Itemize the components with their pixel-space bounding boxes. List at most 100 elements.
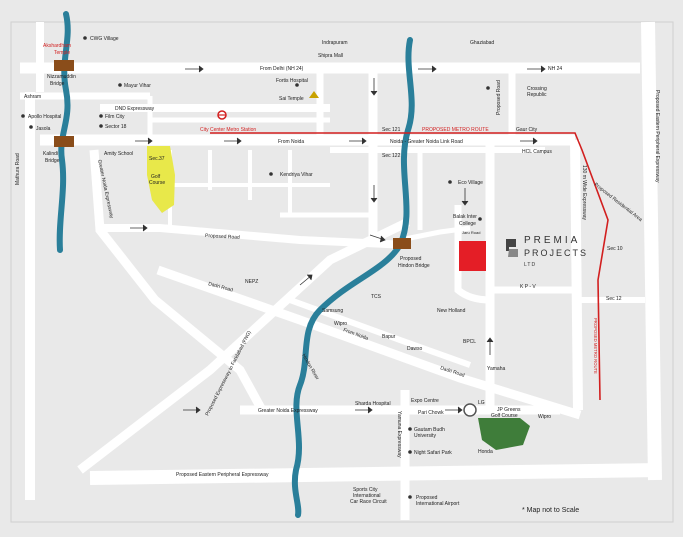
label-apollo: Apollo Hospital [28,114,61,120]
label-akshardham-2: Temple [54,50,70,56]
label-mayur-vihar: Mayur Vihar [124,83,151,89]
label-airport: Proposed [416,495,438,501]
label-cwg-village: CWG Village [90,36,119,42]
label-sharda: Sharda Hospital [355,401,391,407]
label-gautam: Gautam Budh [414,427,445,433]
label-lg: LG [478,400,485,406]
label-hindon-bridge-2: Hindon Bridge [398,263,430,269]
logo-line1: PREMIA [524,235,581,246]
label-proposed-road: Proposed Road [205,233,240,241]
label-ghaziabad: Ghaziabad [470,40,494,46]
label-sports-city-2: International [353,493,381,499]
premia-logo-icon [506,239,518,257]
label-kpv: K P - V [520,284,536,290]
project-site-marker[interactable] [459,241,486,271]
label-wipro-2: Wipro [538,414,551,420]
label-sec12: Sec 12 [606,296,622,302]
roads [20,21,662,520]
label-airport-2: International Airport [416,501,460,507]
bridges [54,60,411,249]
label-gautam-2: University [414,433,436,439]
label-dnd: DND Expressway [115,106,155,112]
label-proposed-metro-route-v: PROPOSED METRO ROUTE [593,318,598,374]
map-border [10,21,674,523]
label-mathura-road: Mathura Road [15,153,21,185]
label-from-delhi: From Delhi (NH 24) [260,66,304,72]
label-jaru-road: Jaru Road [462,230,480,235]
label-yamaha: Yamaha [487,366,505,372]
logo-line2: PROJECTS LTD [524,248,588,268]
label-ashram: Ashram [24,94,41,100]
label-sports-city: Sports City [353,487,378,493]
kalindi-bridge-icon [54,136,74,147]
label-night-safari: Night Safari Park [414,450,452,456]
label-from-noida: From Noida [278,139,304,145]
label-bpcl: BPCL [463,339,476,345]
label-bapur: Bapur [382,334,396,340]
sec37-golf-course [147,146,175,213]
label-wipro: Wipro [334,321,347,327]
label-epe-bottom: Proposed Eastern Peripheral Expressway [176,472,269,478]
label-130m: 130 m Wide Expressway [581,165,587,221]
hindon-bridge-icon [393,238,411,249]
proposed-metro-route [210,132,609,401]
label-sector18: Sector 18 [105,124,127,130]
hindon-river [291,37,415,518]
label-film-city: Film City [105,114,125,120]
label-gnx-horizontal: Greater Noida Expressway [258,408,318,414]
label-city-center: City Center Metro Station [200,127,256,133]
label-jp-greens: JP Greens [497,407,521,413]
label-sec37: Sec.37 [149,156,165,162]
label-sports-city-3: Car Race Circuit [350,499,387,505]
label-sai-temple: Sai Temple [279,96,304,102]
label-tcs: TCS [371,294,382,300]
jp-greens-golf-course [478,418,530,450]
label-crossing-2: Republic [527,92,547,98]
label-epe-right: Proposed Eastern Peripheral Expressway [654,90,660,183]
label-shipra-mall: Shipra Mall [318,53,343,59]
label-kalindi: Kalindi [43,151,58,157]
label-jp-greens-2: Golf Course [491,413,518,419]
label-gaur-city: Gaur City [516,127,538,133]
label-eco-village: Eco Village [458,180,483,186]
nizamuddin-bridge-icon [54,60,74,71]
yamuna-river [56,11,71,253]
label-kendriya-vihar: Kendriya Vihar [280,172,313,178]
label-akshardham: Akshardham [43,43,71,49]
label-nizamuddin-2: Bridge [50,81,65,87]
label-kalindi-2: Bridge [45,158,60,164]
label-proposed-road-v: Proposed Road [496,80,502,115]
direction-arrows [130,65,546,414]
label-balak: Balak Inter [453,214,477,220]
label-balak-2: College [459,221,476,227]
label-nglr: Noida - Greater Noida Link Road [390,139,463,145]
label-dawso: Dawso [407,346,423,352]
label-sec122: Sec 122 [382,153,401,159]
label-jasola: Jasola [36,126,51,132]
label-fortis: Fortis Hospital [276,78,308,84]
label-nepz: NEPZ [245,279,258,285]
label-pari-chowk: Pari Chowk [418,410,444,416]
logo-suffix: LTD [524,262,537,268]
label-proposed-metro-route: PROPOSED METRO ROUTE [422,127,489,133]
place-dots [21,36,490,499]
label-expo: Expo Centre [411,398,439,404]
label-sec121: Sec 121 [382,127,401,133]
label-sec10: Sec 10 [607,246,623,252]
label-hcl: HCL Campus [522,149,552,155]
label-samsung: Samsung [322,308,343,314]
label-honda: Honda [478,449,493,455]
label-yamuna-expressway: Yamuna Expressway [396,411,402,458]
label-golf-course-2: Course [149,180,165,186]
label-hindon-bridge: Proposed [400,256,422,262]
premia-projects-logo: PREMIA PROJECTS LTD [504,235,586,269]
label-indrapuram: Indrapuram [322,40,348,46]
rivers [56,11,415,518]
label-crossing: Crossing [527,86,547,92]
label-golf-course: Golf [151,174,161,180]
logo-line2-text: PROJECTS [524,248,589,258]
label-nh24: NH 24 [548,66,562,72]
scale-note: * Map not to Scale [522,507,580,514]
temple-icon [309,91,319,98]
